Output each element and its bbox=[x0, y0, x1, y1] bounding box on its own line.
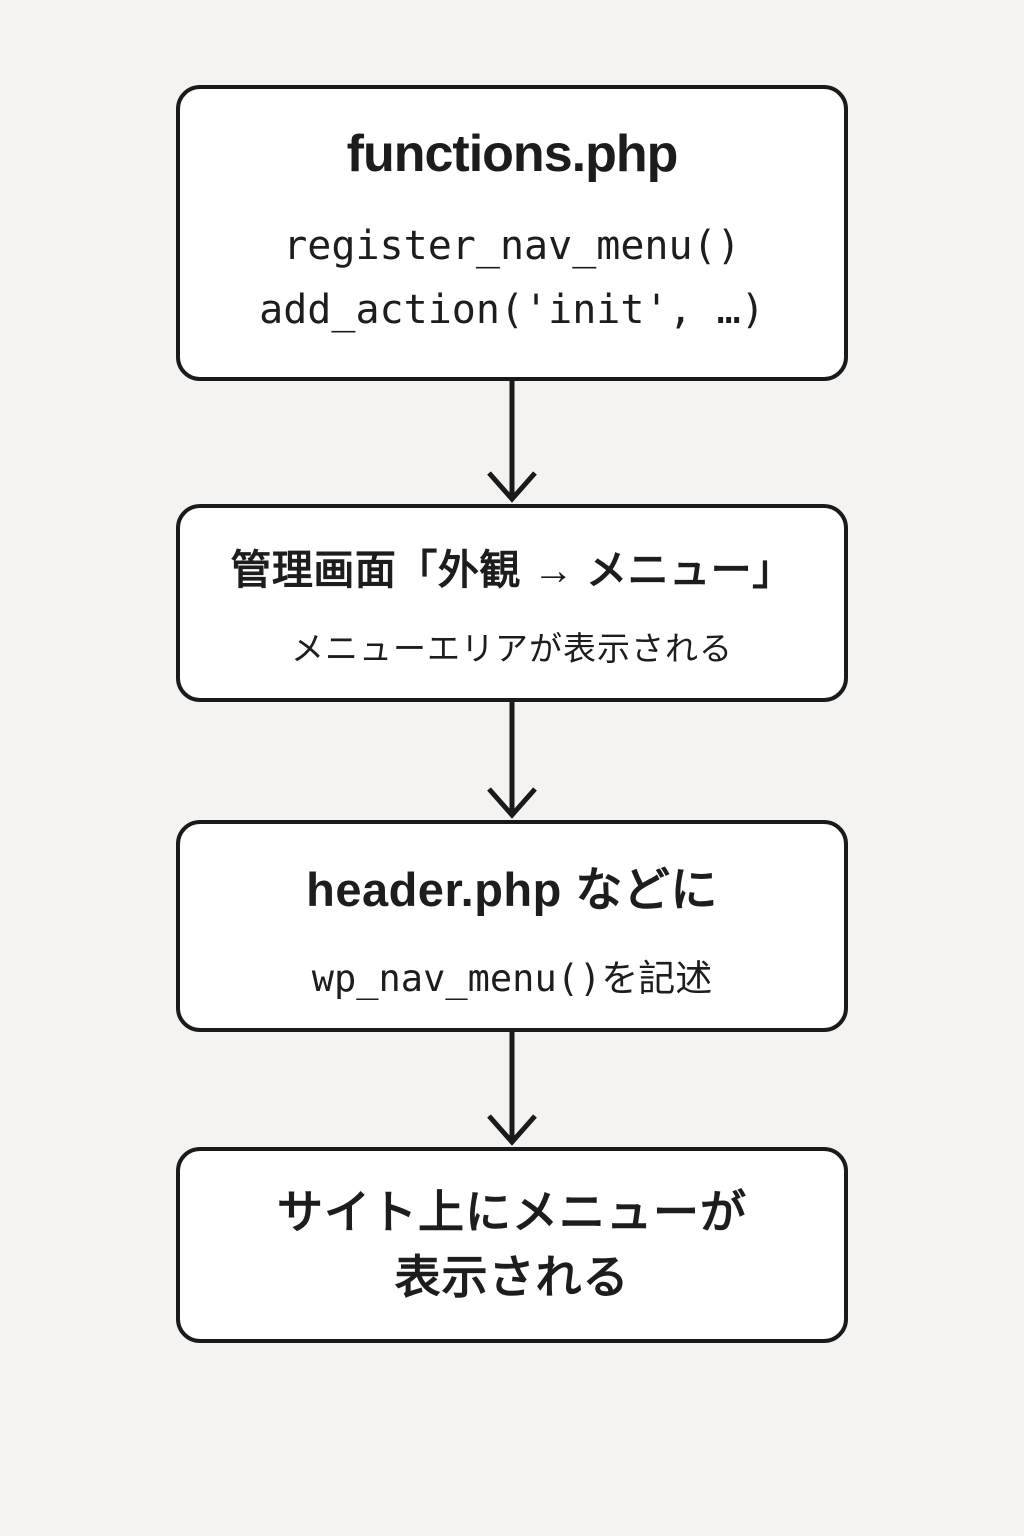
flow-step-header-php: header.php などに wp_nav_menu()を記述 bbox=[176, 820, 848, 1032]
step-subtitle: wp_nav_menu()を記述 bbox=[311, 956, 713, 1000]
flow-step-site-result: サイト上にメニューが 表示される bbox=[176, 1147, 848, 1343]
flow-arrow-down-icon bbox=[487, 1032, 537, 1146]
step-title: サイト上にメニューが 表示される bbox=[277, 1185, 747, 1303]
step-code-block: register_nav_menu() add_action('init', …… bbox=[259, 214, 765, 342]
flow-step-functions-php: functions.php register_nav_menu() add_ac… bbox=[176, 85, 848, 381]
step-subtitle: メニューエリアが表示される bbox=[291, 630, 733, 667]
flow-step-admin-screen: 管理画面「外観 → メニュー」 メニューエリアが表示される bbox=[176, 504, 848, 702]
flow-arrow-down-icon bbox=[487, 381, 537, 503]
code-line: register_nav_menu() bbox=[283, 223, 741, 269]
step-title: 管理画面「外観 → メニュー」 bbox=[230, 547, 794, 593]
code-line: add_action('init', …) bbox=[259, 287, 765, 333]
step-title: header.php などに bbox=[306, 862, 718, 916]
flow-arrow-down-icon bbox=[487, 702, 537, 819]
step-title: functions.php bbox=[346, 125, 679, 183]
